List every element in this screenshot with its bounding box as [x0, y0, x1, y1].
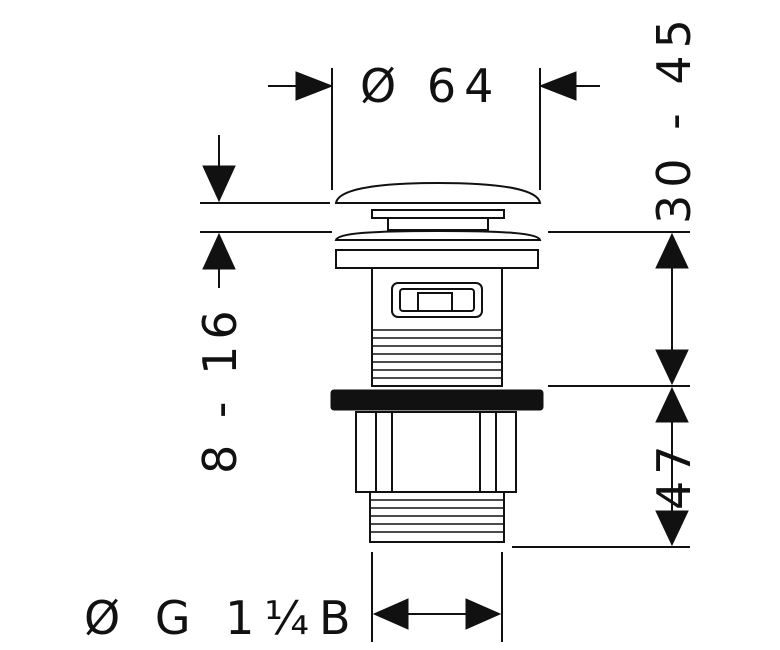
slot-tab	[417, 292, 453, 312]
dim-thread-label: Ø G 1¼B	[84, 591, 361, 645]
arrow-down-icon	[202, 165, 236, 203]
drain-valve-body	[330, 181, 544, 543]
arrow-left-icon	[372, 598, 409, 630]
dimension-thread: Ø G 1¼B	[84, 552, 503, 645]
arrow-right-icon	[295, 71, 334, 101]
arrow-down-icon	[655, 349, 689, 386]
lock-nut	[355, 411, 517, 493]
seal-washer	[330, 389, 544, 411]
flange-disc	[334, 229, 542, 241]
arrow-up-icon	[655, 386, 689, 423]
dimension-top-diameter: Ø 64	[268, 59, 600, 190]
dim-thread-length-label: 47	[647, 439, 701, 510]
dim-cap-travel-label: 8 - 16	[193, 304, 247, 474]
arrow-down-icon	[655, 510, 689, 547]
dim-height-range-label: 30 - 45	[647, 12, 701, 224]
dimension-thread-length: 47	[512, 386, 701, 548]
arrow-up-icon	[655, 232, 689, 269]
arrow-left-icon	[538, 71, 577, 101]
arrow-right-icon	[465, 598, 502, 630]
flange-plate	[335, 249, 539, 269]
drain-cap	[334, 181, 542, 204]
housing-ribs	[372, 329, 502, 379]
arrow-up-icon	[202, 232, 236, 270]
thread-lines	[370, 499, 504, 533]
cap-neck-ring	[371, 209, 505, 219]
dim-top-diameter-label: Ø 64	[360, 59, 501, 113]
cap-neck	[387, 217, 489, 231]
dimension-cap-travel: 8 - 16	[193, 135, 332, 474]
dimension-height-range: 30 - 45	[548, 12, 701, 387]
